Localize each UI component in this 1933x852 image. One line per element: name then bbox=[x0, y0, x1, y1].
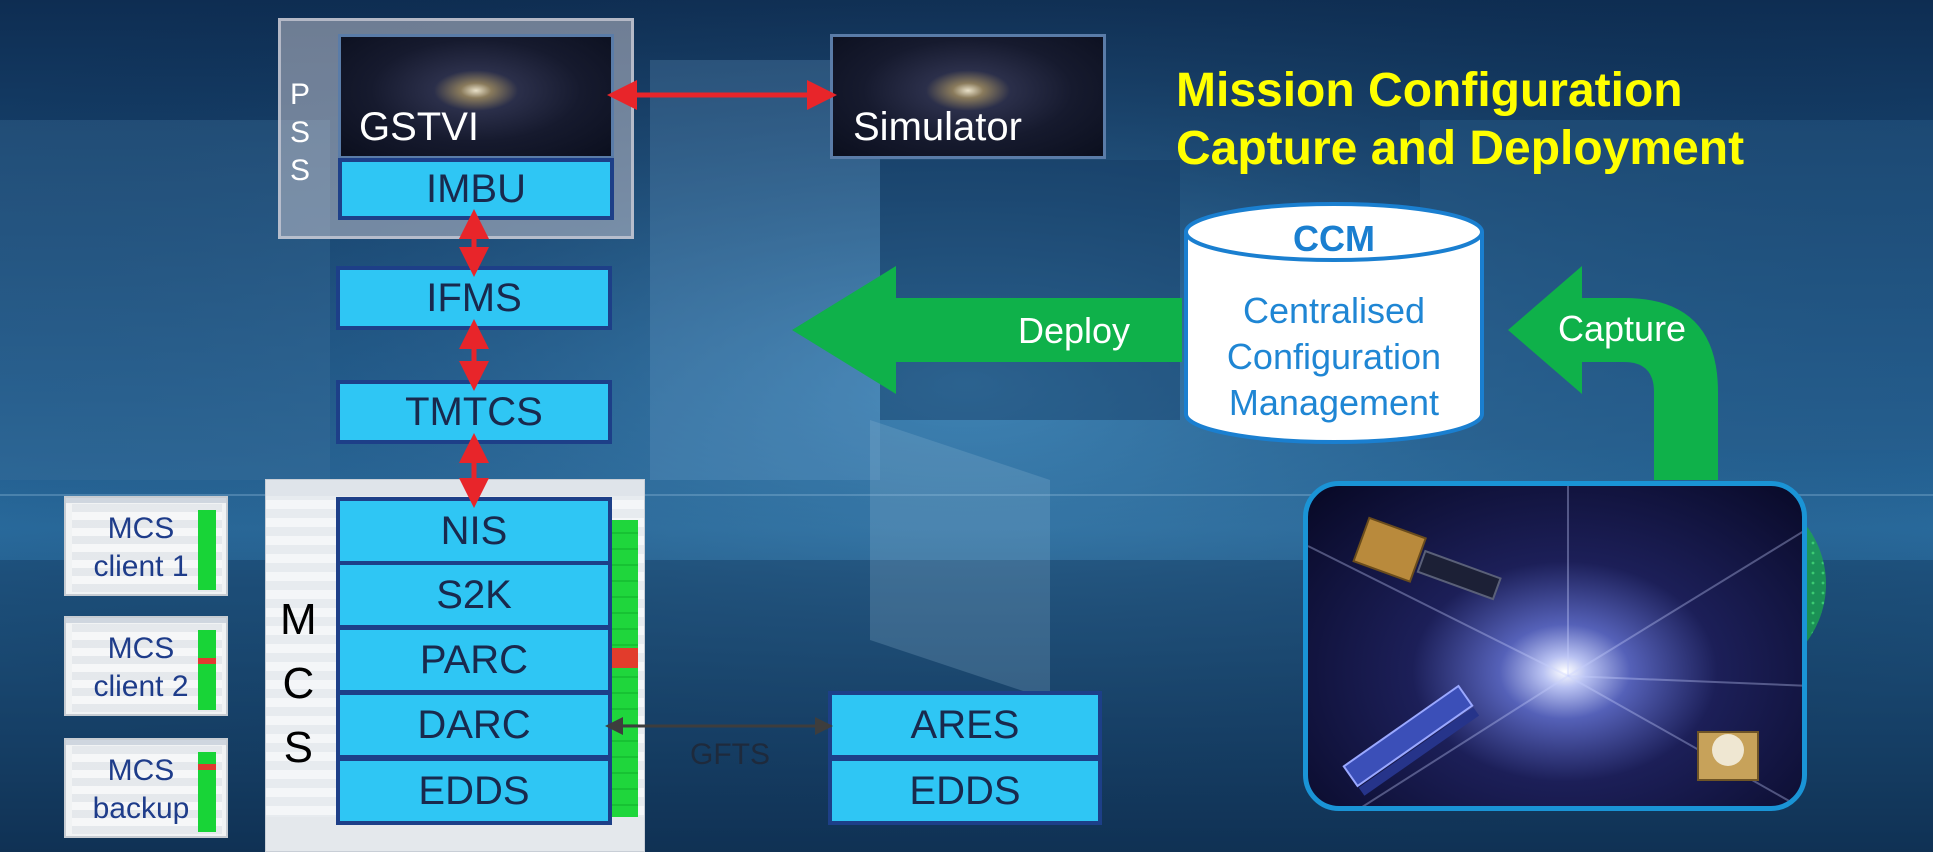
client-grid bbox=[72, 746, 222, 834]
ccm-cylinder[interactable] bbox=[1184, 202, 1484, 444]
client-label-line2: backup bbox=[92, 792, 190, 825]
client-status-green bbox=[198, 752, 216, 832]
ccm-line2: Configuration bbox=[1226, 336, 1442, 377]
client-label-line1: MCS bbox=[107, 632, 175, 665]
pss-letter: S bbox=[290, 154, 311, 187]
pss-letters: P S S bbox=[290, 76, 310, 190]
client-label: MCS client 2 bbox=[66, 630, 216, 706]
mcs-letter: S bbox=[283, 723, 313, 772]
mcs-client-2[interactable]: MCS client 2 bbox=[64, 616, 228, 716]
client-label-line2: client 2 bbox=[93, 670, 189, 703]
client-label-line1: MCS bbox=[107, 512, 175, 545]
client-label-line2: client 1 bbox=[93, 550, 189, 583]
mcs-backup[interactable]: MCS backup bbox=[64, 738, 228, 838]
client-label-line1: MCS bbox=[107, 754, 175, 787]
title-line2: Capture and Deployment bbox=[1176, 122, 1745, 175]
satellites-illustration bbox=[1308, 486, 1802, 806]
client-grid bbox=[72, 504, 222, 592]
mcs-letters: M C S bbox=[280, 588, 317, 780]
deploy-label: Deploy bbox=[1018, 310, 1131, 351]
satellites-image bbox=[1303, 481, 1807, 811]
client-header bbox=[66, 618, 226, 623]
mcs-letter: C bbox=[282, 659, 315, 708]
gfts-label: GFTS bbox=[690, 738, 770, 771]
page-title: Mission Configuration Capture and Deploy… bbox=[1176, 62, 1744, 178]
client-status-red bbox=[198, 764, 216, 770]
gstvi-label: GSTVI bbox=[359, 105, 480, 149]
gstvi-tile[interactable]: GSTVI bbox=[338, 34, 614, 159]
ccm-short-label: CCM bbox=[1293, 218, 1375, 259]
client-status-green bbox=[198, 510, 216, 590]
simulator-tile[interactable]: Simulator bbox=[830, 34, 1106, 159]
light-rays bbox=[1308, 486, 1802, 806]
client-label: MCS backup bbox=[66, 752, 216, 828]
simulator-label: Simulator bbox=[853, 105, 1022, 149]
capture-arrow bbox=[1508, 266, 1718, 480]
ares-box[interactable]: ARES bbox=[828, 691, 1102, 759]
edds-box[interactable]: EDDS bbox=[336, 757, 612, 825]
client-header bbox=[66, 740, 226, 745]
client-label: MCS client 1 bbox=[66, 510, 216, 586]
client-grid bbox=[72, 624, 222, 712]
satellite-top-left bbox=[1352, 516, 1502, 601]
screenshot-tabs bbox=[266, 480, 644, 496]
satellite-bottom-left bbox=[1342, 684, 1480, 796]
status-bar-green bbox=[610, 520, 638, 820]
client-header bbox=[66, 498, 226, 503]
ccm-line1: Centralised bbox=[1242, 290, 1426, 331]
client-status-green bbox=[198, 630, 216, 710]
capture-label: Capture bbox=[1558, 308, 1687, 349]
mcs-letter: M bbox=[280, 595, 317, 644]
mcs-client-1[interactable]: MCS client 1 bbox=[64, 496, 228, 596]
satellite-bottom-right bbox=[1697, 731, 1759, 781]
ccm-line3: Management bbox=[1228, 382, 1440, 423]
darc-box[interactable]: DARC bbox=[336, 691, 612, 759]
ares-edds-box[interactable]: EDDS bbox=[828, 757, 1102, 825]
pss-letter: P bbox=[290, 78, 311, 111]
deploy-arrow bbox=[792, 266, 1182, 394]
client-status-red bbox=[198, 658, 216, 664]
status-bar-red bbox=[610, 648, 638, 668]
ccm-full-label: Centralised Configuration Management bbox=[1186, 288, 1482, 426]
title-line1: Mission Configuration bbox=[1176, 64, 1683, 117]
pss-letter: S bbox=[290, 116, 311, 149]
